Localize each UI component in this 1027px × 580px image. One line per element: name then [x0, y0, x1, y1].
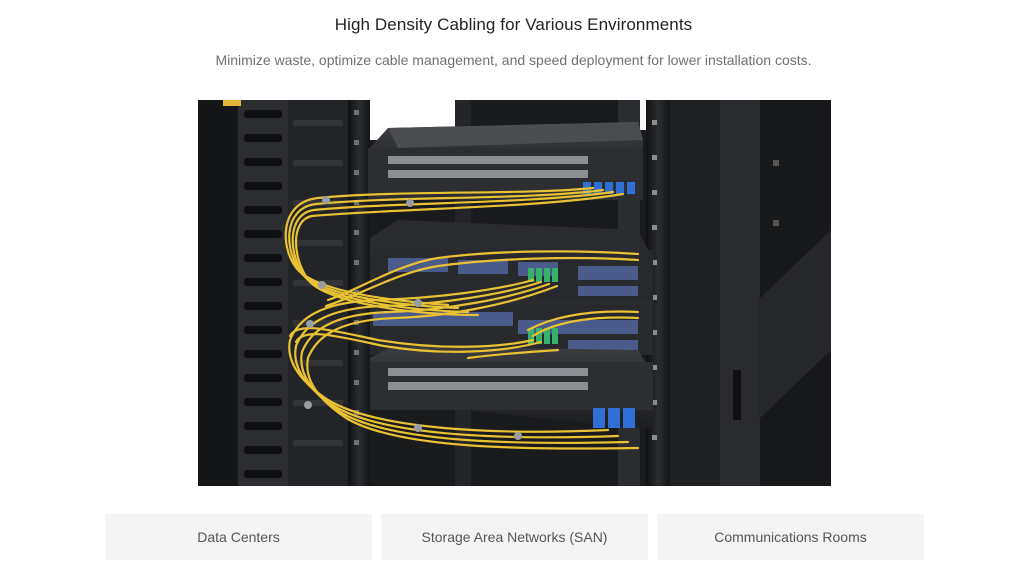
- environment-tabs: Data Centers Storage Area Networks (SAN)…: [105, 514, 924, 560]
- page-subtitle: Minimize waste, optimize cable managemen…: [215, 52, 812, 68]
- tab-storage-area-networks[interactable]: Storage Area Networks (SAN): [381, 514, 648, 560]
- tab-data-centers[interactable]: Data Centers: [105, 514, 372, 560]
- page-title: High Density Cabling for Various Environ…: [334, 15, 693, 34]
- rack-cabling-image: [198, 100, 831, 486]
- tab-communications-rooms[interactable]: Communications Rooms: [657, 514, 924, 560]
